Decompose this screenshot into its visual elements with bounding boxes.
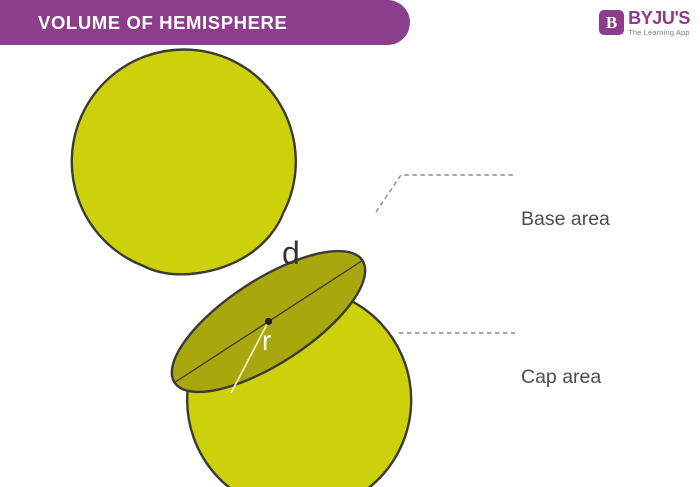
logo-text-block: BYJU'S The Learning App [628,9,690,37]
header-bar: VOLUME OF HEMISPHERE [0,0,410,45]
lower-hemisphere: d r [170,235,413,487]
logo-tagline: The Learning App [628,28,690,37]
callout-label-base-area: Base area [521,208,610,230]
radius-line [230,321,270,394]
diameter-label: d [282,235,300,271]
base-area-leader-line [375,174,515,213]
page-title: VOLUME OF HEMISPHERE [38,12,288,33]
logo-mark-letter: B [605,13,618,33]
upper-hemisphere [70,48,297,276]
byjus-logo: B BYJU'S The Learning App [599,9,690,37]
callout-label-cap-area: Cap area [521,366,602,388]
logo-wordmark: BYJU'S [628,8,690,28]
logo-mark-icon: B [599,10,625,36]
hemisphere-svg: d r [70,48,515,487]
center-point-dot [264,317,273,326]
upper-hemisphere-body [70,48,297,276]
hemisphere-diagram: d r Base area Cap area [0,45,700,487]
radius-label: r [262,325,271,356]
